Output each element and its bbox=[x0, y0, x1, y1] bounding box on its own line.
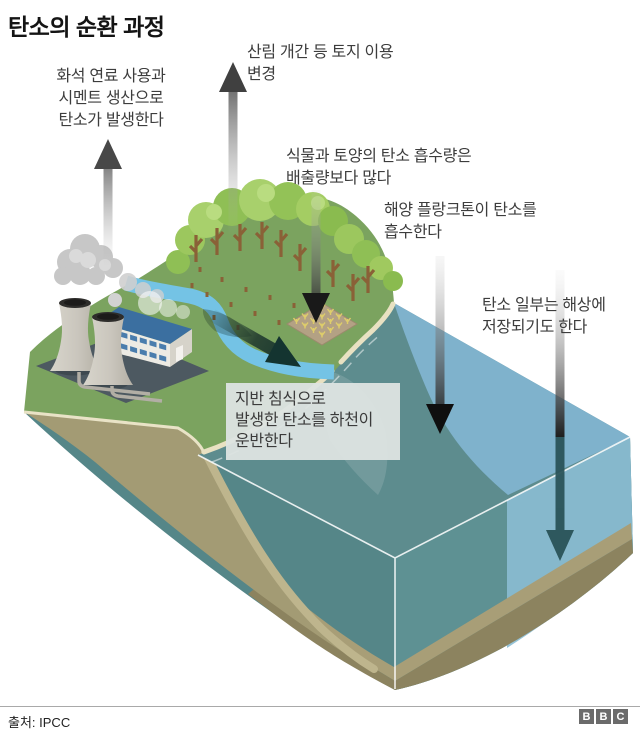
power-plant bbox=[36, 298, 209, 403]
forest bbox=[166, 179, 403, 332]
pipes bbox=[77, 372, 163, 403]
bbc-logo-block: B bbox=[579, 709, 594, 724]
label-seabed-storage: 탄소 일부는 해상에 저장되기도 한다 bbox=[482, 297, 606, 336]
block-edge-lines bbox=[197, 436, 631, 689]
soil-face bbox=[24, 412, 372, 670]
seabed bbox=[258, 523, 632, 681]
plankton-arrow bbox=[426, 256, 454, 434]
land-use-arrow bbox=[219, 62, 247, 235]
soil-cross-section bbox=[24, 412, 378, 673]
storage-arrow bbox=[546, 270, 574, 561]
label-ocean-plankton: 해양 플랑크톤이 탄소를 흡수한다 bbox=[384, 202, 537, 241]
bbc-logo: B B C bbox=[579, 709, 628, 724]
source-credit: 출처: IPCC bbox=[8, 715, 71, 730]
door bbox=[176, 345, 183, 362]
label-fossil-fuel: 화석 연료 사용과 시멘트 생산으로 탄소가 발생한다 bbox=[56, 68, 166, 129]
erosion-arrow bbox=[202, 309, 301, 367]
absorption-arrow bbox=[302, 190, 330, 323]
page-title: 탄소의 순환 과정 bbox=[8, 14, 165, 40]
shallow-water bbox=[394, 303, 630, 495]
smoke bbox=[54, 234, 190, 319]
emissions-arrow bbox=[94, 139, 122, 268]
beach-band bbox=[201, 448, 378, 673]
ocean-surface bbox=[198, 303, 630, 558]
footer-divider bbox=[0, 706, 640, 707]
label-plant-soil-absorption: 식물과 토양의 탄소 흡수량은 배출량보다 많다 bbox=[286, 148, 472, 187]
tree-canopies bbox=[166, 179, 403, 291]
bbc-logo-block: C bbox=[613, 709, 628, 724]
crop-field bbox=[286, 302, 358, 346]
bbc-logo-block: B bbox=[596, 709, 611, 724]
callout-river-erosion: 지반 침식으로 발생한 탄소를 하천이 운반한다 bbox=[226, 383, 400, 460]
label-land-use-change: 산림 개간 등 토지 이용 변경 bbox=[247, 44, 394, 83]
cooling-tower bbox=[50, 298, 100, 371]
cooling-tower bbox=[83, 312, 133, 385]
